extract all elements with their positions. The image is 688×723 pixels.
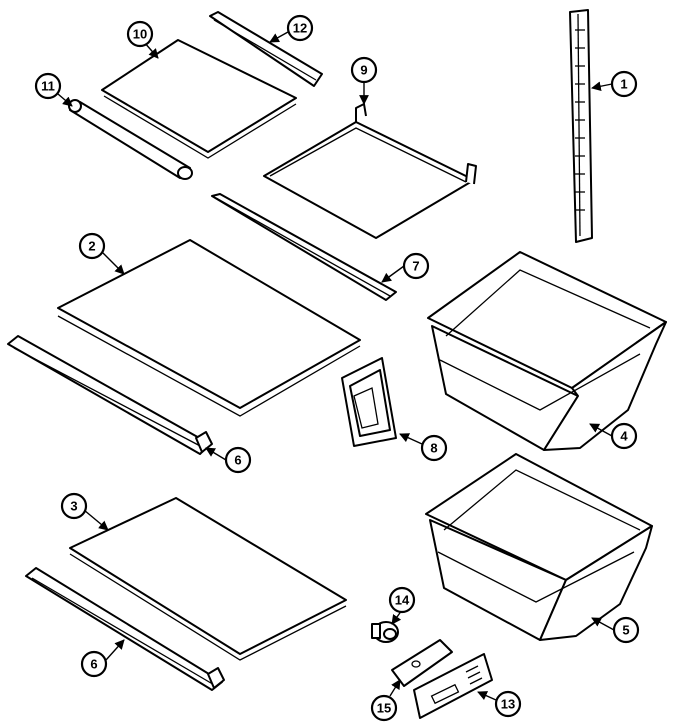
callout-7: 7 (402, 252, 430, 280)
svg-text:6: 6 (90, 657, 97, 672)
svg-text:11: 11 (41, 79, 55, 94)
svg-text:3: 3 (70, 499, 77, 514)
callout-14: 14 (388, 586, 416, 614)
svg-text:12: 12 (293, 21, 307, 36)
callout-1: 1 (610, 70, 638, 98)
callout-13: 13 (494, 690, 522, 718)
svg-text:10: 10 (133, 27, 147, 42)
part-7-trim-channel (211, 193, 397, 301)
part-14-knob (371, 621, 399, 643)
callout-5: 5 (612, 616, 640, 644)
part-2-glass-shelf (57, 239, 361, 417)
svg-text:7: 7 (412, 259, 419, 274)
svg-text:9: 9 (360, 63, 367, 78)
callout-10: 10 (126, 20, 154, 48)
part-8-control-housing (341, 357, 397, 447)
callout-2: 2 (78, 232, 106, 260)
callout-6-lower: 6 (80, 650, 108, 678)
callout-3: 3 (60, 492, 88, 520)
callout-6-upper: 6 (224, 446, 252, 474)
part-6-upper-trim (7, 335, 213, 455)
callout-11: 11 (34, 72, 62, 100)
part-11-tube (68, 99, 193, 180)
svg-text:13: 13 (501, 697, 515, 712)
part-6-lower-trim (25, 567, 225, 691)
part-4-crisper-drawer (427, 251, 667, 451)
svg-text:4: 4 (620, 429, 628, 444)
svg-text:2: 2 (88, 239, 95, 254)
svg-text:1: 1 (620, 77, 627, 92)
svg-text:15: 15 (377, 701, 391, 716)
callout-12: 12 (286, 14, 314, 42)
svg-text:8: 8 (430, 441, 437, 456)
part-12-shelf-trim (209, 11, 323, 87)
callout-15: 15 (370, 694, 398, 722)
callout-9: 9 (350, 56, 378, 84)
svg-text:14: 14 (395, 593, 410, 608)
part-9-frame-shelf (263, 103, 477, 239)
part-5-crisper-drawer (425, 453, 653, 641)
svg-text:5: 5 (622, 623, 629, 638)
part-1-shelf-rail (569, 9, 593, 243)
callout-8: 8 (420, 434, 448, 462)
svg-text:6: 6 (234, 453, 241, 468)
part-3-glass-shelf (69, 497, 347, 661)
part-13-label-plate (413, 653, 493, 719)
callout-4: 4 (610, 422, 638, 450)
